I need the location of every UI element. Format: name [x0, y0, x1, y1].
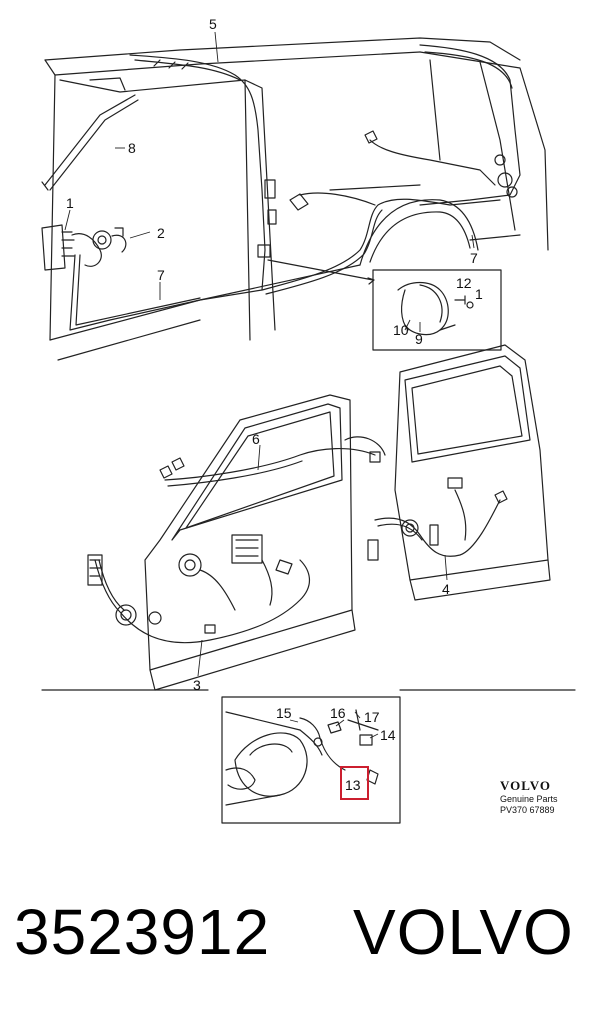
callout-14: 14	[380, 727, 396, 743]
callout-5: 5	[209, 16, 217, 32]
callout-10: 10	[393, 322, 409, 338]
callout-13: 13	[345, 777, 361, 793]
callout-7-rear: 7	[470, 250, 478, 266]
speaker	[178, 553, 202, 577]
callout-1: 1	[66, 195, 74, 211]
lamp-housing	[397, 281, 449, 336]
detail-inset-axle	[221, 696, 401, 824]
detail-inset-lamp	[372, 269, 502, 351]
callout-12: 12	[456, 275, 472, 291]
connector-1	[41, 224, 66, 271]
wiring-diagram: 5 8 1 2 7 7 12 1 10 9 6 3 4 15 16 17 14 …	[41, 16, 576, 824]
brand-name: VOLVO	[353, 896, 574, 968]
part-8-strip	[44, 94, 136, 186]
callout-3: 3	[193, 677, 201, 693]
callout-9: 9	[415, 331, 423, 347]
wheel-arch	[359, 199, 479, 266]
front-door-outline	[144, 394, 353, 671]
harness-5	[129, 54, 266, 291]
harness-3	[94, 559, 310, 644]
rear-door-outline	[394, 344, 549, 581]
callout-4: 4	[442, 581, 450, 597]
harness-7-front	[69, 254, 263, 331]
callout-2: 2	[157, 225, 165, 241]
callout-16: 16	[330, 705, 346, 721]
logo-line2: PV370 67889	[500, 805, 555, 815]
callout-17: 17	[364, 709, 380, 725]
callout-1-inset: 1	[475, 286, 483, 302]
logo-brand: VOLVO	[500, 778, 551, 793]
harness-4	[374, 499, 501, 557]
part-number: 3523912	[14, 896, 271, 968]
lock-module	[231, 534, 263, 564]
callout-7-front: 7	[157, 267, 165, 283]
logo-line1: Genuine Parts	[500, 794, 558, 804]
callout-6: 6	[252, 431, 260, 447]
harness-6	[164, 447, 376, 481]
callout-15: 15	[276, 705, 292, 721]
grommet-2	[92, 230, 112, 250]
axle-housing	[234, 732, 308, 797]
car-roof-outline	[44, 37, 521, 61]
callout-8: 8	[128, 140, 136, 156]
highlight-box-13	[340, 766, 369, 800]
